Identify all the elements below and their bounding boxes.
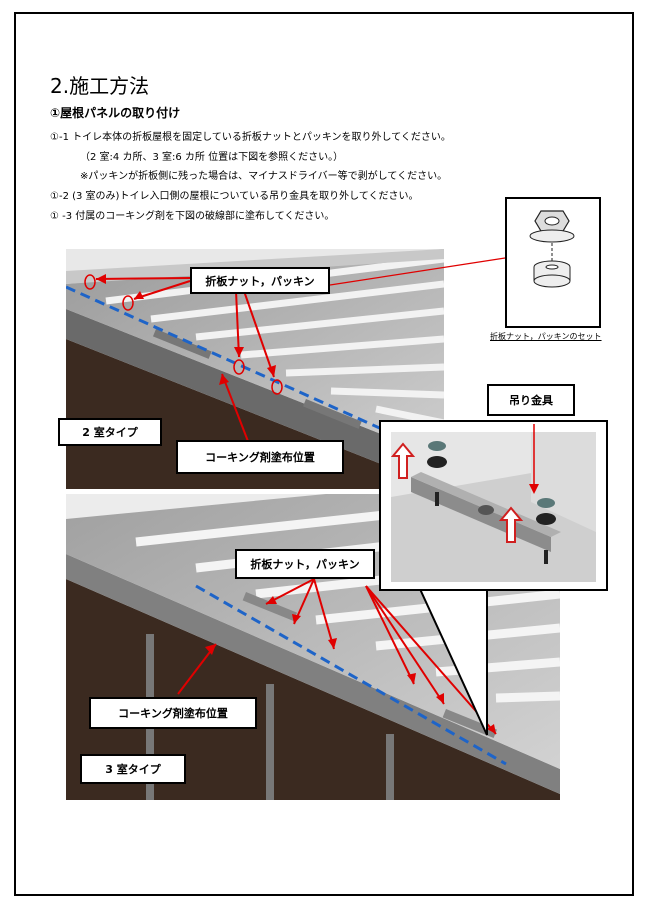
label-nut-bottom: 折板ナット，パッキン [235,549,375,579]
instruction-line-1: ①-1 トイレ本体の折板屋根を固定している折板ナットとパッキンを取り外してくださ… [50,132,451,143]
label-type-2: 2 室タイプ [58,418,162,446]
section-subtitle: ①屋根パネルの取り付け [50,106,181,120]
nut-packing-set-drawing [529,210,575,288]
up-arrow-icon [390,442,416,479]
nut-packing-set-box [505,197,601,328]
label-type-3: 3 室タイプ [80,754,186,784]
set-caption: 折板ナット，パッキンのセット [490,332,602,341]
up-arrow-icon [498,506,524,543]
label-caulk-top: コーキング剤塗布位置 [176,440,344,474]
instruction-line-4: ①-2 (3 室のみ)トイレ入口側の屋根についている吊り金具を取り外してください… [50,191,419,202]
page-title: 2.施工方法 [50,74,150,98]
label-hanger: 吊り金具 [487,384,575,416]
instruction-line-2: （2 室:4 カ所、3 室:6 カ所 位置は下図を参照ください。） [80,152,344,163]
label-nut-top: 折板ナット，パッキン [190,267,330,294]
roof-illustration-2-room [66,249,444,489]
hanger-detail-box [379,420,608,591]
page-frame [14,12,634,896]
leader-set-line [329,257,506,286]
instruction-line-3: ※パッキンが折板側に残った場合は、マイナスドライバー等で剥がしてください。 [80,171,448,182]
roof-drawing-2-room [66,249,444,489]
hanger-detail-drawing [390,424,596,582]
instruction-line-5: ① -3 付属のコーキング剤を下図の破線部に塗布してください。 [50,211,335,222]
caulk-line-bottom [195,584,507,766]
label-caulk-bottom: コーキング剤塗布位置 [89,697,257,729]
